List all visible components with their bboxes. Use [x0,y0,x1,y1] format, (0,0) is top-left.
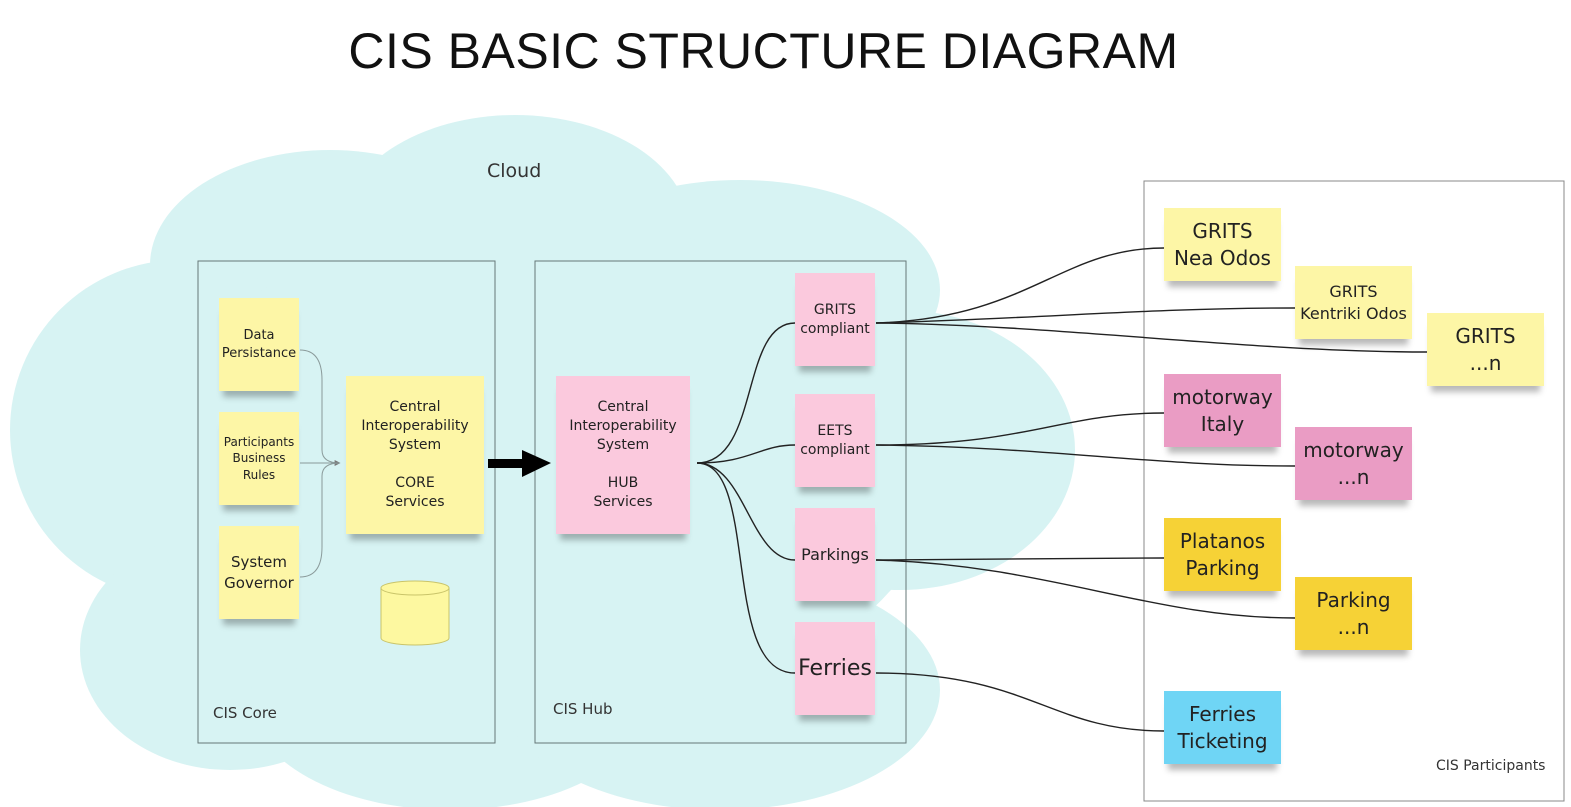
note-ferries: Ferries [795,622,875,715]
note-system-governor: System Governor [219,526,299,619]
note-participants-business-rules: Participants Business Rules [219,412,299,505]
database-icon [380,580,450,646]
note-motorway-n: motorway ...n [1295,427,1412,500]
note-central-core-services: Central Interoperability System CORE Ser… [346,376,484,534]
note-ferries-ticketing: Ferries Ticketing [1164,691,1281,764]
note-platanos-parking: Platanos Parking [1164,518,1281,591]
note-eets-compliant: EETS compliant [795,394,875,487]
note-grits-n: GRITS ...n [1427,313,1544,386]
hub-connectors [696,322,796,674]
page-title: CIS BASIC STRUCTURE DIAGRAM [348,23,1179,79]
participant-connectors [875,247,1428,732]
note-grits-compliant: GRITS compliant [795,273,875,366]
note-parkings: Parkings [795,508,875,601]
cloud-label: Cloud [487,160,542,182]
cis-core-label: CIS Core [213,704,277,722]
note-data-persistance: Data Persistance [219,298,299,391]
cloud-shape [10,115,1075,807]
core-bracket-connector [299,349,341,578]
note-grits-nea-odos: GRITS Nea Odos [1164,208,1281,281]
cis-hub-box [534,260,907,744]
note-motorway-italy: motorway Italy [1164,374,1281,447]
note-parking-n: Parking ...n [1295,577,1412,650]
cis-core-box [197,260,496,744]
note-central-hub-services: Central Interoperability System HUB Serv… [556,376,690,534]
cis-hub-label: CIS Hub [553,700,613,718]
arrow-right-icon [488,450,551,477]
cis-participants-label: CIS Participants [1436,758,1546,774]
note-grits-kentriki-odos: GRITS Kentriki Odos [1295,266,1412,339]
